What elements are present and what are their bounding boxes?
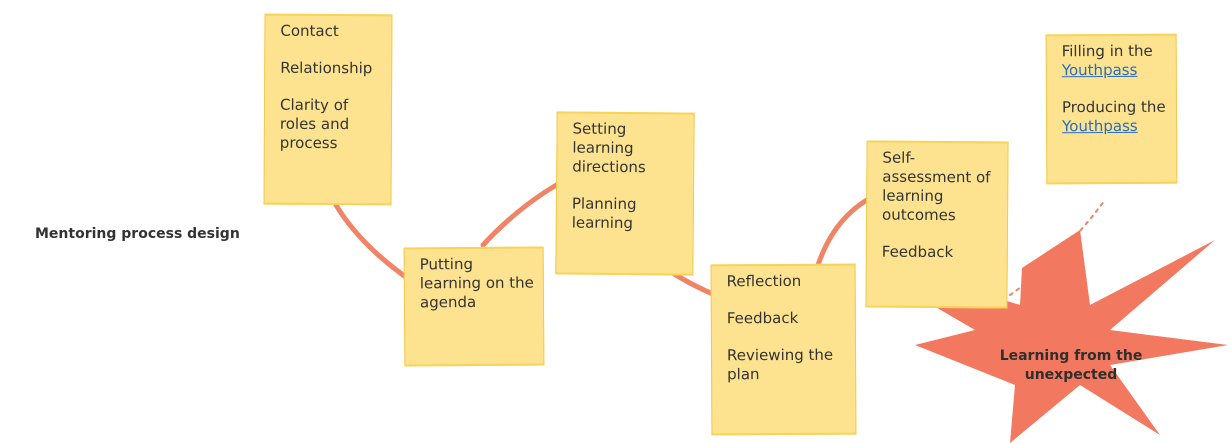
- sticky-note-reflection: Reflection Feedback Reviewing the plan: [710, 263, 857, 436]
- note-item: Contact: [280, 21, 339, 41]
- note-item: Relationship: [280, 58, 373, 78]
- note-item: Producing the Youthpass: [1062, 98, 1168, 137]
- note-item-text: Filling in the: [1061, 41, 1153, 61]
- connector-1-2: [333, 202, 413, 283]
- burst-label: Learning from the unexpected: [999, 348, 1143, 383]
- diagram-title: Mentoring process design: [35, 226, 240, 242]
- note-item: Planning learning: [571, 194, 637, 233]
- youthpass-link[interactable]: Youthpass: [1062, 116, 1138, 136]
- sticky-note-self-assessment: Self-assessment of learning outcomes Fee…: [865, 140, 1009, 309]
- sticky-note-putting-learning: Putting learning on the agenda: [403, 246, 545, 367]
- sticky-note-setting-directions: Setting learning directions Planning lea…: [555, 111, 695, 276]
- note-item-text: Producing the: [1061, 97, 1166, 117]
- connector-2-3: [480, 177, 568, 248]
- youthpass-link[interactable]: Youthpass: [1061, 60, 1138, 80]
- note-item: Putting learning on the agenda: [419, 255, 534, 312]
- unexpected-burst-icon: [915, 230, 1228, 443]
- note-item: Feedback: [881, 242, 954, 262]
- note-item: Clarity of roles and process: [279, 95, 350, 153]
- sticky-note-contact: Contact Relationship Clarity of roles an…: [263, 13, 393, 206]
- sticky-note-youthpass: Filling in the Youthpass Producing the Y…: [1045, 33, 1178, 185]
- note-item: Reflection: [726, 271, 802, 291]
- note-item: Filling in the Youthpass: [1062, 42, 1168, 81]
- note-item: Reviewing the plan: [726, 345, 834, 384]
- note-item: Self-assessment of learning outcomes: [882, 148, 991, 225]
- note-item: Setting learning directions: [572, 119, 646, 177]
- note-item: Feedback: [726, 308, 799, 328]
